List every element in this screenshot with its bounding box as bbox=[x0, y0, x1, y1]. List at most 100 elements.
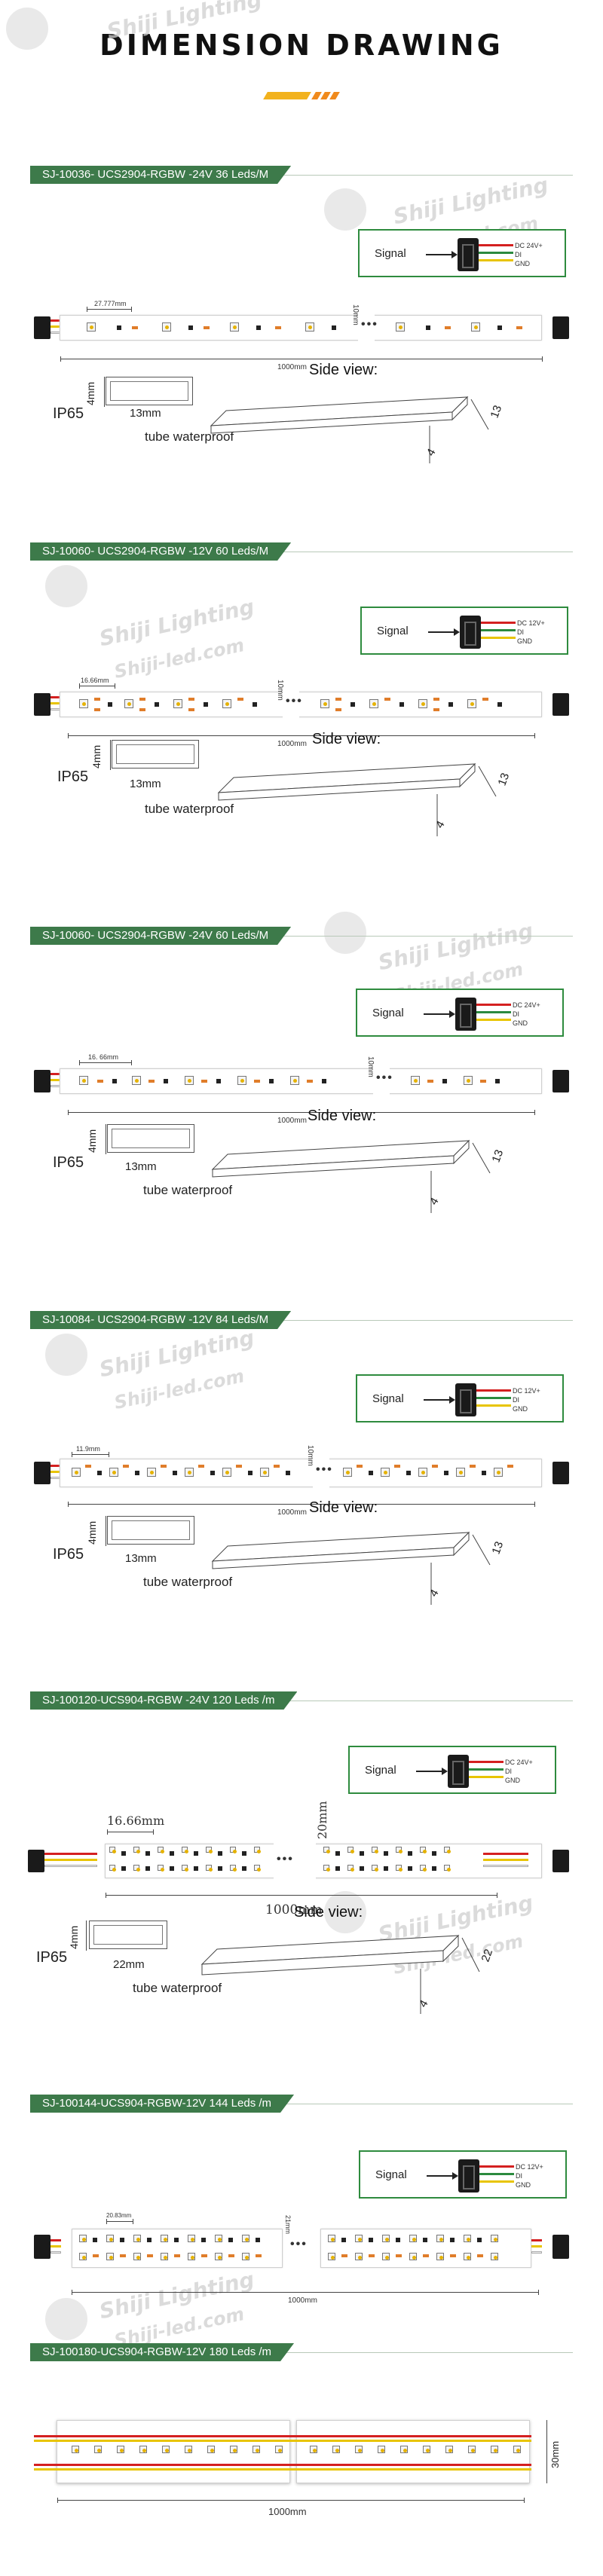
strip-width-dimension: 20mm bbox=[315, 1801, 329, 1839]
jst-connector-icon bbox=[448, 1755, 469, 1788]
jst-connector-icon bbox=[458, 238, 479, 271]
continuation-dots: ••• bbox=[290, 2238, 308, 2251]
signal-connector-box: Signal DC 12V+ DI GND bbox=[360, 607, 568, 655]
signal-connector-box: Signal DC 24V+ DI GND bbox=[358, 229, 566, 277]
side-view-drawing bbox=[210, 396, 489, 463]
arrow-right-icon bbox=[426, 251, 458, 258]
side-view-drawing bbox=[211, 1139, 491, 1213]
side-view-label: Side view: bbox=[309, 362, 378, 378]
title-underline-decoration bbox=[263, 92, 340, 99]
continuation-dots: ••• bbox=[376, 1071, 393, 1084]
jst-connector-icon bbox=[458, 2159, 479, 2193]
strip-pcb bbox=[60, 692, 542, 717]
tube-width-dimension: 13mm bbox=[125, 1160, 157, 1173]
side-view-label: Side view: bbox=[294, 1904, 363, 1921]
pin-gnd: GND bbox=[516, 2181, 531, 2189]
led-strip-drawing: ••• bbox=[28, 1839, 569, 1883]
jst-connector-icon bbox=[460, 616, 481, 649]
product-section-3: SJ-10060- UCS2904-RGBW -24V 60 Leds/M Si… bbox=[0, 927, 603, 1296]
led-strip-drawing: ••• 20.83mm 21mm bbox=[34, 2212, 569, 2280]
section-title: SJ-10060- UCS2904-RGBW -12V 60 Leds/M bbox=[30, 542, 291, 561]
pin-voltage: DC 12V+ bbox=[517, 619, 545, 627]
tube-width-dimension: 13mm bbox=[125, 1552, 157, 1565]
led-strip-drawing: ••• 27.777mm 10mm bbox=[34, 300, 569, 348]
pin-data: DI bbox=[517, 628, 524, 636]
strip-length-dimension: 1000mm bbox=[277, 740, 307, 748]
tube-width-dimension: 22mm bbox=[113, 1958, 145, 1971]
strip-length-dimension: 1000mm bbox=[277, 363, 307, 371]
side-view-label: Side view: bbox=[309, 1499, 378, 1516]
jst-connector-icon bbox=[455, 998, 476, 1031]
strip-length-dimension: 1000mm bbox=[265, 1902, 323, 1917]
section-title: SJ-100180-UCS904-RGBW-12V 180 Leds /m bbox=[30, 2343, 294, 2361]
product-section-5: SJ-100120-UCS904-RGBW -24V 120 Leds /m S… bbox=[0, 1691, 603, 2091]
tube-cross-section bbox=[107, 1516, 194, 1545]
product-section-1: SJ-10036- UCS2904-RGBW -24V 36 Leds/M Si… bbox=[0, 166, 603, 542]
strip-pcb bbox=[72, 2229, 283, 2268]
led-strip-drawing: 30mm bbox=[34, 2416, 569, 2491]
pitch-dimension: 16.66mm bbox=[81, 677, 109, 684]
strip-width-dimension: 10mm bbox=[366, 1056, 375, 1077]
arrow-right-icon bbox=[424, 1010, 455, 1018]
led-strip-drawing: ••• 16.66mm 10mm bbox=[34, 677, 569, 725]
pin-data: DI bbox=[513, 1010, 519, 1018]
plug-right-icon bbox=[552, 2235, 569, 2259]
continuation-dots: ••• bbox=[316, 1463, 333, 1476]
signal-label: Signal bbox=[372, 1392, 404, 1405]
pin-voltage: DC 24V+ bbox=[515, 242, 543, 249]
pin-voltage: DC 24V+ bbox=[505, 1759, 533, 1766]
strip-width-dimension: 10mm bbox=[276, 680, 284, 701]
signal-label: Signal bbox=[375, 247, 406, 260]
led-strip-drawing: ••• 16. 66mm 10mm bbox=[34, 1053, 569, 1102]
pitch-dimension: 11.9mm bbox=[76, 1445, 100, 1453]
product-section-4: SJ-10084- UCS2904-RGBW -12V 84 Leds/M Si… bbox=[0, 1311, 603, 1680]
plug-left-icon bbox=[34, 1462, 51, 1484]
tube-height-dimension: 4mm bbox=[84, 381, 96, 405]
plug-left-icon bbox=[34, 693, 51, 716]
product-section-6: SJ-100144-UCS904-RGBW-12V 144 Leds /m Si… bbox=[0, 2095, 603, 2321]
tube-waterproof-label: tube waterproof bbox=[143, 1183, 233, 1197]
side-view-drawing bbox=[217, 762, 497, 836]
arrow-right-icon bbox=[428, 628, 460, 636]
arrow-right-icon bbox=[424, 1396, 455, 1404]
plug-left-icon bbox=[28, 1850, 44, 1872]
signal-connector-box: Signal DC 12V+ DI GND bbox=[356, 1374, 564, 1422]
tube-cross-section bbox=[107, 1124, 194, 1153]
plug-right-icon bbox=[552, 1462, 569, 1484]
tube-width-dimension: 13mm bbox=[130, 407, 161, 420]
side-view-drawing bbox=[211, 1531, 491, 1605]
pin-data: DI bbox=[516, 2172, 522, 2180]
side-view-label: Side view: bbox=[312, 731, 381, 747]
ip-rating: IP65 bbox=[53, 1546, 84, 1563]
pin-data: DI bbox=[505, 1768, 512, 1775]
signal-connector-box: Signal DC 24V+ DI GND bbox=[348, 1746, 556, 1794]
ip-rating: IP65 bbox=[36, 1949, 68, 1966]
plug-right-icon bbox=[552, 693, 569, 716]
pitch-dimension: 16. 66mm bbox=[88, 1053, 119, 1061]
tube-height-dimension: 4mm bbox=[68, 1925, 80, 1949]
signal-connector-box: Signal DC 24V+ DI GND bbox=[356, 989, 564, 1037]
strip-length-dimension: 1000mm bbox=[288, 2296, 317, 2305]
signal-label: Signal bbox=[377, 625, 409, 637]
pitch-dimension: 27.777mm bbox=[94, 300, 127, 307]
pitch-dimension: 20.83mm bbox=[106, 2212, 132, 2219]
strip-pcb bbox=[60, 315, 542, 341]
plug-left-icon bbox=[34, 1070, 51, 1092]
continuation-dots: ••• bbox=[286, 695, 303, 707]
signal-label: Signal bbox=[372, 1007, 404, 1019]
section-title: SJ-10084- UCS2904-RGBW -12V 84 Leds/M bbox=[30, 1311, 291, 1329]
pin-voltage: DC 12V+ bbox=[516, 2163, 543, 2171]
pin-data: DI bbox=[515, 251, 522, 258]
pitch-dimension: 16.66mm bbox=[107, 1814, 165, 1828]
product-section-2: SJ-10060- UCS2904-RGBW -12V 60 Leds/M Si… bbox=[0, 542, 603, 919]
jst-connector-icon bbox=[455, 1383, 476, 1416]
strip-length-dimension: 1000mm bbox=[268, 2506, 307, 2517]
tube-height-dimension: 4mm bbox=[86, 1129, 98, 1153]
strip-width-dimension: 10mm bbox=[306, 1445, 314, 1466]
side-view-drawing bbox=[200, 1934, 480, 2014]
continuation-dots: ••• bbox=[277, 1853, 294, 1866]
signal-connector-box: Signal DC 12V+ DI GND bbox=[359, 2150, 567, 2199]
pin-gnd: GND bbox=[505, 1777, 520, 1784]
tube-width-dimension: 13mm bbox=[130, 778, 161, 790]
side-view-label: Side view: bbox=[308, 1108, 377, 1124]
